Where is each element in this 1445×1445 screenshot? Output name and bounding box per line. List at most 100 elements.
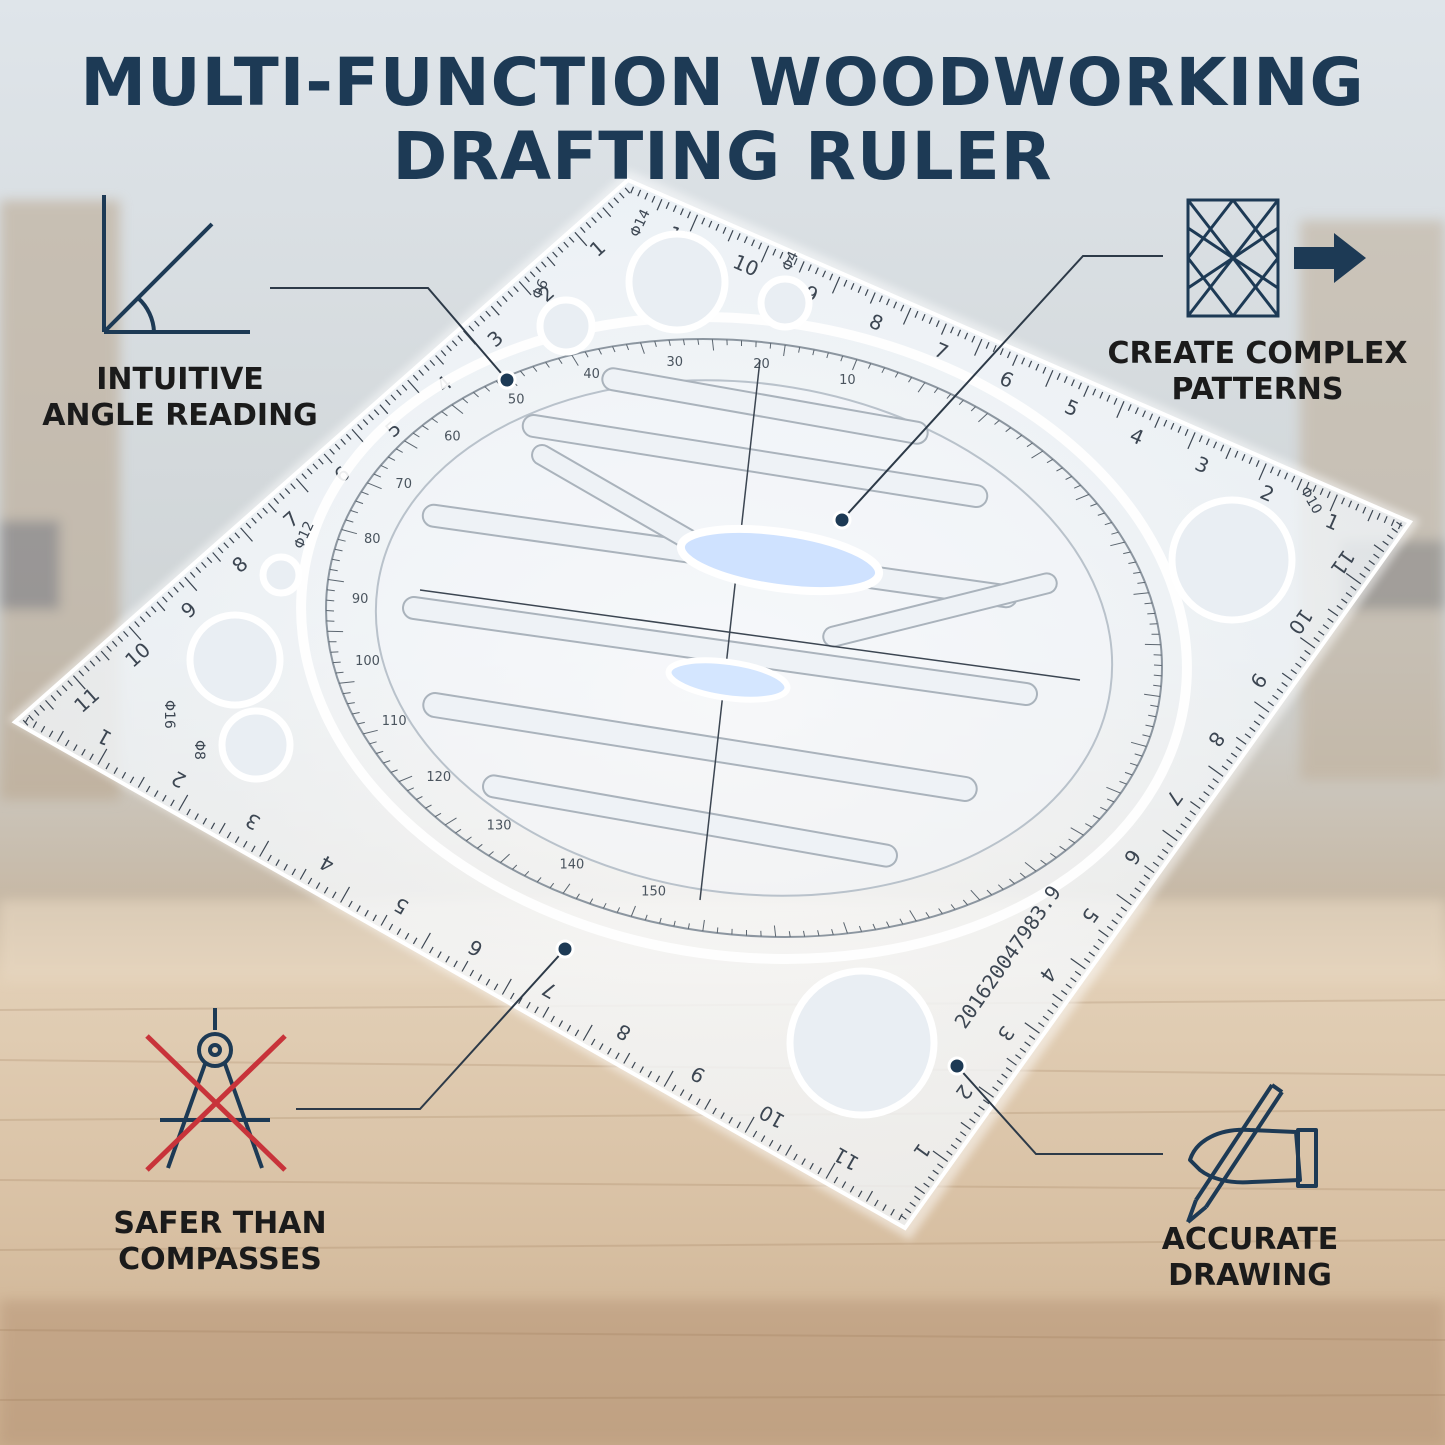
- ruler-tick: [1255, 460, 1260, 468]
- ruler-tick: [435, 355, 445, 365]
- protractor-tick: [345, 519, 354, 523]
- protractor-tick: [1026, 442, 1033, 448]
- ruler-tick: [117, 635, 124, 642]
- protractor-tick: [512, 864, 518, 870]
- protractor-tick: [1104, 522, 1112, 526]
- ruler-tick: [440, 350, 447, 357]
- ruler-tick: [596, 212, 603, 219]
- ruler-tick: [1088, 951, 1095, 957]
- ruler-tick: [1116, 913, 1123, 919]
- ruler-tick: [1127, 404, 1132, 412]
- protractor-tick: [335, 671, 344, 674]
- ruler-tick: [186, 808, 191, 816]
- protractor-tick: [1119, 780, 1127, 785]
- protractor-tick: [488, 851, 494, 856]
- ruler-tick: [48, 730, 54, 738]
- protractor-tick: [654, 341, 657, 347]
- ruler-tick: [798, 261, 805, 273]
- ruler-tick: [189, 571, 196, 578]
- protractor-tick: [545, 362, 550, 368]
- ruler-tick: [1070, 958, 1086, 970]
- protractor-tick: [1005, 427, 1012, 433]
- ruler-tick: [223, 542, 229, 549]
- ruler-tick: [1391, 527, 1398, 533]
- protractor-tick: [1142, 734, 1151, 738]
- ruler-tick: [390, 394, 397, 401]
- ruler-tick: [869, 292, 876, 304]
- protractor-tick: [361, 491, 369, 496]
- ruler-tick: [273, 497, 280, 504]
- ruler-tick: [445, 955, 450, 963]
- ruler-tick: [1162, 829, 1178, 842]
- ruler-tick: [301, 473, 307, 480]
- ruler-tick: [1220, 444, 1225, 452]
- ruler-tick: [323, 886, 329, 894]
- ruler-tick: [768, 1139, 774, 1147]
- protractor-tick: [659, 917, 662, 924]
- feature-label-safer-line-2: COMPASSES: [118, 1242, 322, 1277]
- ruler-tick: [1056, 373, 1061, 380]
- ruler-tick: [1235, 736, 1247, 745]
- protractor-tick: [840, 355, 844, 362]
- ruler-tick: [128, 626, 142, 641]
- ruler-tick: [1035, 363, 1040, 371]
- hole-label: Φ16: [161, 700, 177, 729]
- ruler-tick: [928, 317, 933, 325]
- protractor-tick: [894, 372, 899, 378]
- protractor-tick: [1024, 862, 1037, 872]
- ruler-tick: [412, 374, 419, 381]
- ruler-tick: [982, 1099, 990, 1105]
- center-window-lower: [665, 657, 791, 703]
- ruler-tick: [156, 601, 166, 612]
- protractor-label: 80: [364, 532, 381, 547]
- ruler-tick: [550, 1015, 555, 1023]
- ruler-tick: [841, 1181, 847, 1188]
- protractor-tick: [625, 344, 630, 351]
- ruler-tick: [940, 323, 947, 335]
- feature-label-accurate-line-1: ACCURATE: [1161, 1222, 1339, 1257]
- ruler-tick: [490, 305, 500, 316]
- ruler-tick: [167, 591, 174, 598]
- ruler-tick: [420, 932, 431, 949]
- ruler-tick: [78, 670, 85, 677]
- ruler-tick: [1254, 701, 1270, 713]
- ruler-tick: [331, 891, 337, 899]
- ruler-tick: [429, 359, 436, 367]
- ruler-tick: [97, 748, 108, 765]
- ruler-tick: [1093, 945, 1100, 951]
- ruler-tick: [999, 348, 1004, 356]
- ruler-tick: [1368, 560, 1375, 566]
- ruler-tick: [1322, 624, 1330, 630]
- ruler-tick: [825, 1162, 836, 1179]
- ruler-tick: [267, 854, 272, 862]
- ruler-tick: [542, 1006, 550, 1018]
- protractor-tick: [357, 721, 365, 725]
- ruler-tick: [212, 552, 222, 562]
- protractor-tick: [1128, 561, 1136, 564]
- ruler-tick: [485, 310, 491, 317]
- ruler-tick: [708, 220, 713, 228]
- ruler-tick: [736, 233, 741, 241]
- ruler-tick: [89, 660, 96, 667]
- protractor-label: 30: [667, 355, 684, 370]
- protractor-tick: [872, 923, 876, 930]
- protractor-tick: [451, 404, 464, 414]
- ruler-tick: [1249, 726, 1256, 732]
- ruler-tick: [898, 1213, 903, 1221]
- ruler-tick: [1363, 566, 1371, 572]
- arrow-right-icon: [1294, 233, 1366, 283]
- protractor-tick: [337, 538, 346, 542]
- protractor-tick: [584, 351, 589, 358]
- ruler-tick: [992, 345, 997, 353]
- ruler-tick: [728, 1116, 733, 1124]
- ruler-tick: [1305, 481, 1310, 489]
- ruler-tick: [857, 286, 862, 293]
- ruler-tick: [1070, 977, 1077, 983]
- ruler-tick: [162, 596, 168, 603]
- ruler-tick: [1120, 906, 1128, 912]
- protractor-tick: [630, 905, 636, 917]
- ruler-tick: [526, 1001, 531, 1009]
- protractor-tick: [881, 367, 886, 374]
- protractor-tick: [1100, 806, 1108, 812]
